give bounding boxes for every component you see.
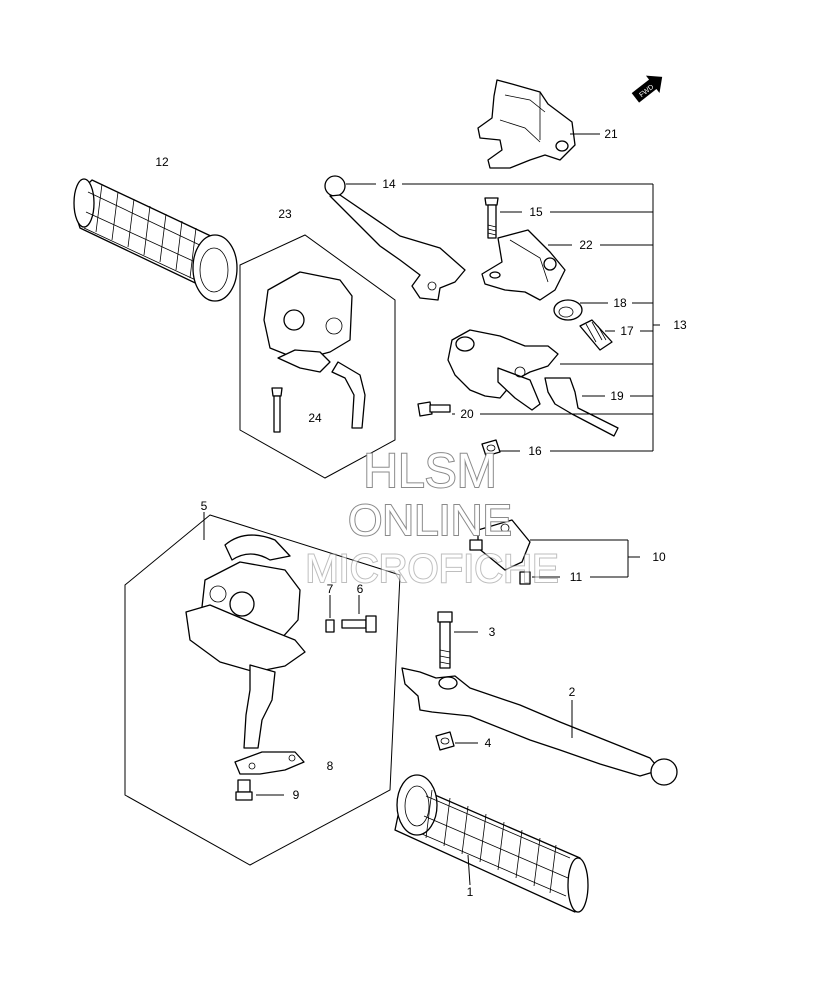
part-7-screw bbox=[325, 595, 335, 633]
part-15-bolt bbox=[484, 197, 499, 239]
label-17: 17 bbox=[620, 324, 634, 338]
part-10-bracket bbox=[469, 519, 531, 571]
label-1: 1 bbox=[467, 885, 474, 899]
label-10: 10 bbox=[652, 550, 666, 564]
part-8-clamp bbox=[234, 751, 305, 775]
part-11-screw bbox=[519, 571, 531, 585]
watermark-line-3: MICROFICHE bbox=[305, 547, 558, 591]
label-15: 15 bbox=[529, 205, 543, 219]
label-16: 16 bbox=[528, 444, 542, 458]
part-18-adjuster bbox=[553, 299, 583, 321]
part-holder bbox=[447, 329, 559, 411]
leader-lines-13 bbox=[346, 183, 660, 452]
label-3: 3 bbox=[489, 625, 496, 639]
label-6: 6 bbox=[357, 582, 364, 596]
label-12: 12 bbox=[155, 155, 169, 169]
label-20: 20 bbox=[460, 407, 474, 421]
part-labels: 12 23 14 21 15 22 18 17 13 19 20 16 24 5… bbox=[155, 127, 687, 899]
part-5-switch-housing bbox=[185, 534, 306, 749]
watermark-line-2: ONLINE bbox=[348, 496, 512, 545]
part-2-lever bbox=[401, 667, 678, 786]
label-11: 11 bbox=[570, 570, 583, 584]
group-5-box bbox=[124, 514, 401, 866]
part-22-bracket bbox=[481, 229, 566, 301]
label-7: 7 bbox=[327, 582, 334, 596]
fwd-arrow-icon: FWD bbox=[631, 75, 663, 103]
part-12-grip bbox=[73, 178, 238, 302]
part-9-screw bbox=[235, 779, 253, 801]
part-19-cable bbox=[544, 377, 619, 437]
label-9: 9 bbox=[293, 788, 300, 802]
part-6-screw bbox=[341, 595, 377, 633]
leader-1 bbox=[467, 854, 471, 886]
part-3-bolt bbox=[437, 611, 453, 669]
watermark: HLSM ONLINE MICROFICHE bbox=[304, 444, 559, 592]
label-13: 13 bbox=[673, 318, 687, 332]
label-2: 2 bbox=[569, 685, 576, 699]
part-17-screw bbox=[579, 319, 613, 351]
label-19: 19 bbox=[610, 389, 624, 403]
label-14: 14 bbox=[382, 177, 396, 191]
label-23: 23 bbox=[278, 207, 292, 221]
watermark-line-1: HLSM bbox=[363, 445, 496, 498]
label-5: 5 bbox=[201, 499, 208, 513]
part-21-lever-cover bbox=[477, 79, 576, 169]
label-24: 24 bbox=[308, 411, 322, 425]
leader-lines-10 bbox=[530, 539, 640, 578]
label-4: 4 bbox=[485, 736, 492, 750]
group-23-box bbox=[239, 234, 396, 479]
label-18: 18 bbox=[613, 296, 627, 310]
label-8: 8 bbox=[327, 759, 334, 773]
part-4-nut bbox=[435, 731, 455, 751]
label-21: 21 bbox=[604, 127, 618, 141]
part-24-switch bbox=[263, 271, 366, 433]
part-20-bolt bbox=[417, 401, 451, 417]
label-22: 22 bbox=[579, 238, 593, 252]
part-1-grip bbox=[394, 774, 589, 913]
part-16-nut bbox=[481, 439, 501, 457]
part-14-lever bbox=[324, 175, 466, 301]
